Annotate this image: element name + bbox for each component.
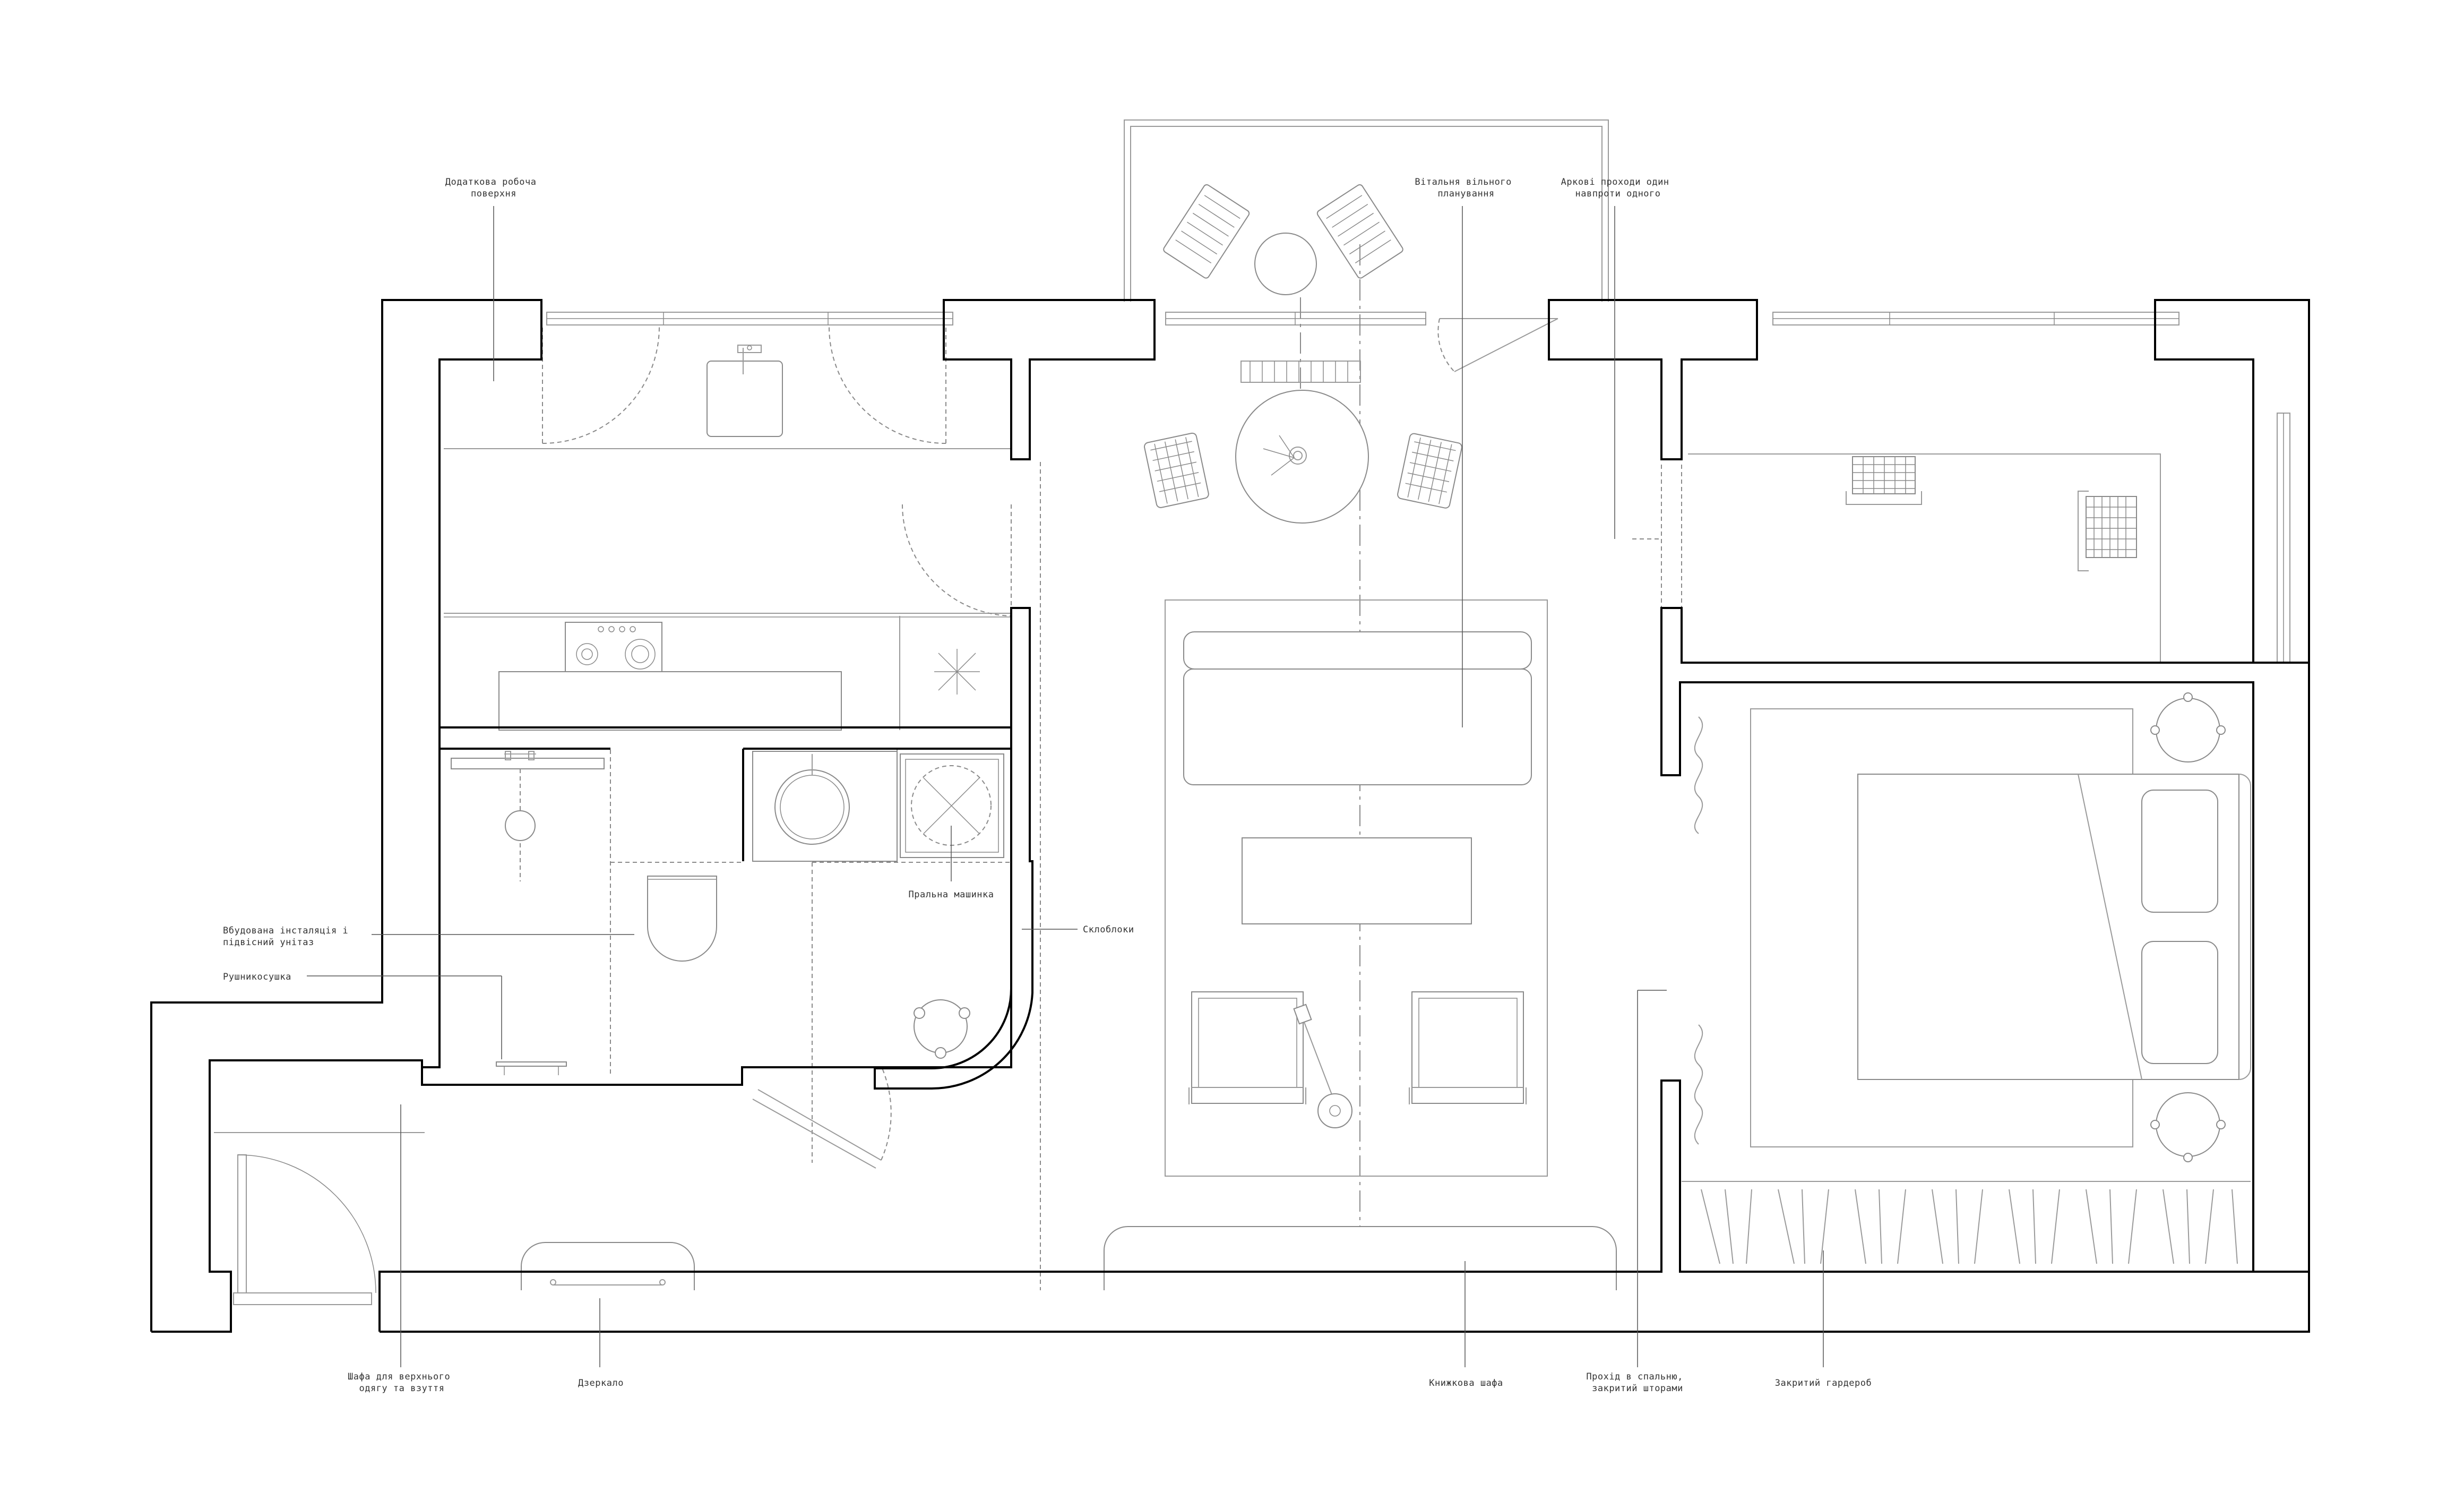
furniture-layer — [214, 119, 2290, 1305]
label-towel-dryer: Рушникосушка — [223, 972, 291, 982]
desk-chair — [1846, 456, 1922, 505]
label-line: Додаткова робоча — [445, 177, 537, 187]
leader-lines — [307, 206, 1824, 1367]
coffee-table — [1242, 837, 1472, 924]
label-line: Вбудована інсталяція і — [223, 925, 348, 936]
label-line: Закритий гардероб — [1775, 1378, 1872, 1388]
nightstand-top — [2150, 692, 2226, 762]
balcony-table — [1254, 233, 1317, 295]
label-line: поверхня — [471, 188, 516, 199]
kitchen-door-swing-left — [542, 326, 660, 444]
label-bookcase: Книжкова шафа — [1429, 1378, 1503, 1388]
bathroom — [451, 750, 1011, 1169]
label-line: планування — [1437, 188, 1494, 199]
study-room — [1632, 453, 2161, 663]
label-arch-passages: Аркові проходи один навпроти одного — [1561, 177, 1675, 199]
balcony — [1124, 119, 1609, 302]
label-builtin-toilet: Вбудована інсталяція і підвісний унітаз — [223, 925, 354, 948]
label-line: Вітальня вільного — [1415, 177, 1512, 187]
label-line: Аркові проходи один — [1561, 177, 1669, 187]
label-line: одягу та взуття — [359, 1383, 444, 1394]
wall-hung-toilet — [647, 876, 717, 962]
curtain-top — [1694, 716, 1703, 834]
armchair-left — [1188, 991, 1306, 1104]
walls — [150, 299, 2310, 1333]
label-line: Прохід в спальню, — [1586, 1372, 1683, 1382]
hallway — [214, 1132, 695, 1305]
kitchen-sink — [707, 361, 783, 437]
balcony-chair-left — [1163, 184, 1250, 279]
sofa — [1183, 631, 1532, 785]
cooktop — [565, 622, 662, 673]
mirror-cabinet — [521, 1242, 695, 1290]
fridge-symbol — [934, 649, 980, 695]
round-side-table — [914, 999, 970, 1059]
floor-lamp — [1293, 1004, 1352, 1128]
kitchen-island — [498, 671, 842, 731]
kitchen-inner-wall — [943, 299, 1156, 460]
nightstand-bottom — [2150, 1092, 2226, 1162]
curtain-bottom — [1694, 1024, 1703, 1145]
bookcase — [1104, 1226, 1617, 1290]
living-rug — [1165, 599, 1548, 1177]
armchair-right — [1409, 991, 1527, 1104]
label-open-plan-living: Вітальня вільного планування — [1415, 177, 1517, 199]
radiator — [1240, 361, 1361, 383]
kitchen — [444, 326, 1012, 731]
towel-dryer — [496, 1061, 567, 1067]
label-line: Рушникосушка — [223, 972, 291, 982]
shower-head-bar — [451, 758, 605, 769]
kitchen-door-swing-right — [829, 326, 946, 444]
label-line: Дзеркало — [578, 1378, 624, 1388]
living-room — [1040, 244, 1617, 1293]
study-chair — [2078, 491, 2137, 571]
label-line: навпроти одного — [1575, 188, 1660, 199]
label-outerwear-wardrobe: Шафа для верхнього одягу та взуття — [348, 1372, 456, 1394]
label-line: закритий шторами — [1592, 1383, 1683, 1394]
label-extra-work-surface: Додаткова робоча поверхня — [445, 177, 542, 199]
windows — [546, 312, 2290, 663]
bedroom — [1682, 692, 2252, 1264]
label-line: Книжкова шафа — [1429, 1378, 1503, 1388]
label-line: підвісний унітаз — [223, 937, 314, 948]
label-bedroom-passage: Прохід в спальню, закритий шторами — [1586, 1372, 1688, 1394]
label-washing-machine: Пральна машинка — [908, 889, 994, 900]
balcony-chair-right — [1316, 184, 1403, 279]
dining-chair-left — [1143, 432, 1209, 508]
annotations: Додаткова робоча поверхня Вітальня вільн… — [223, 177, 1872, 1394]
label-line: Шафа для верхнього — [348, 1372, 450, 1382]
double-bed — [1857, 774, 2252, 1081]
label-mirror: Дзеркало — [578, 1378, 624, 1388]
label-closed-wardrobe: Закритий гардероб — [1775, 1378, 1872, 1388]
round-washbasin — [774, 769, 850, 845]
label-glass-blocks: Склоблоки — [1083, 924, 1134, 935]
wardrobe-hangers — [1682, 1181, 2251, 1264]
dining-chair-right — [1397, 433, 1462, 509]
outer-wall — [150, 299, 1033, 1332]
label-line: Пральна машинка — [908, 889, 994, 900]
label-line: Склоблоки — [1083, 924, 1134, 935]
